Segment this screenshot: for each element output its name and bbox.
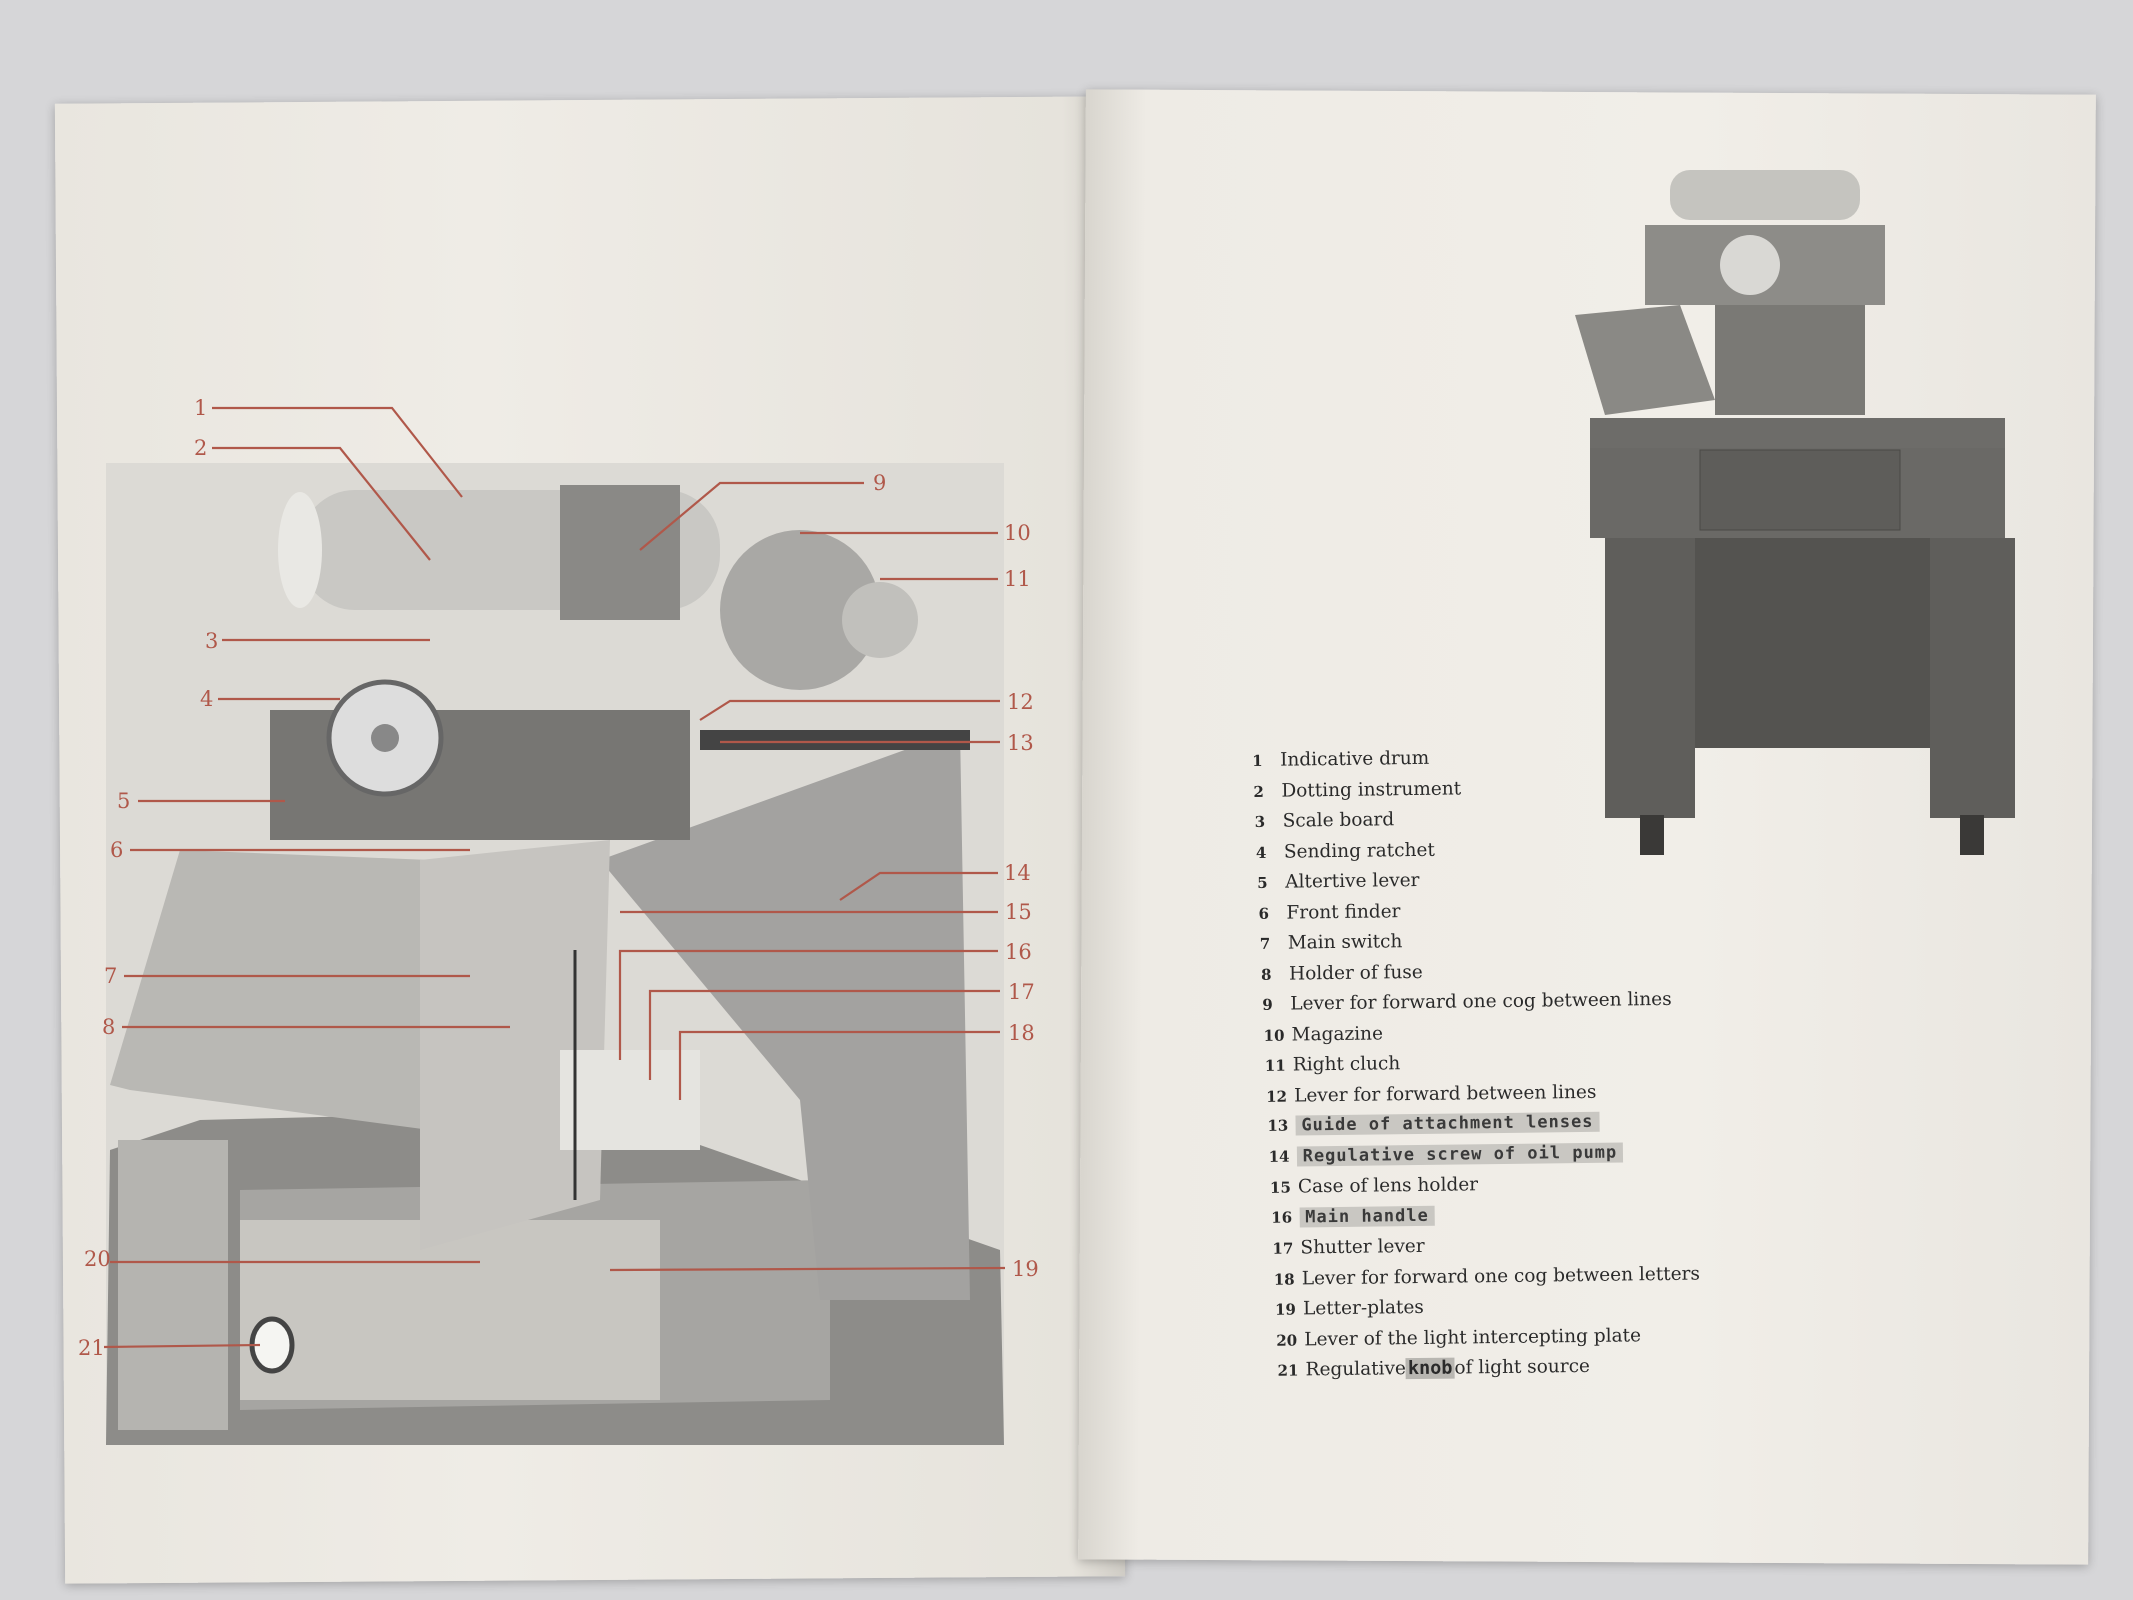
legend-text: Dotting instrument bbox=[1281, 777, 1462, 802]
legend-number: 4 bbox=[1255, 843, 1267, 862]
legend-text-tail: of light source bbox=[1454, 1355, 1591, 1379]
legend-number: 7 bbox=[1259, 934, 1271, 953]
callout-number: 18 bbox=[1008, 1021, 1035, 1045]
callout-number: 20 bbox=[84, 1247, 111, 1271]
legend-number: 3 bbox=[1254, 812, 1266, 831]
legend-text: Main switch bbox=[1287, 931, 1403, 954]
machine-photo bbox=[106, 463, 1004, 1445]
legend-text: Lever of the light intercepting plate bbox=[1304, 1324, 1642, 1350]
legend-number: 21 bbox=[1277, 1361, 1299, 1380]
callout-number: 13 bbox=[1007, 731, 1034, 755]
legend-text: Sending ratchet bbox=[1283, 839, 1435, 863]
legend-text: Right cluch bbox=[1292, 1053, 1401, 1076]
legend-number: 5 bbox=[1257, 873, 1268, 892]
legend-number: 9 bbox=[1262, 995, 1273, 1014]
legend-text: Scale board bbox=[1282, 809, 1395, 832]
legend-number: 15 bbox=[1269, 1178, 1291, 1197]
legend-number: 18 bbox=[1273, 1270, 1295, 1289]
parts-legend: 1 Indicative drum 2 Dotting instrument 3 Scal… bbox=[1252, 745, 1701, 1391]
legend-number: 17 bbox=[1272, 1239, 1294, 1258]
legend-text: Regulative screw of oil pump bbox=[1296, 1141, 1624, 1166]
callout-number: 19 bbox=[1012, 1257, 1039, 1281]
legend-text: Main handle bbox=[1299, 1205, 1435, 1227]
callout-number: 2 bbox=[194, 436, 207, 460]
leader-line bbox=[699, 699, 1000, 721]
callout-number: 11 bbox=[1004, 567, 1031, 591]
legend-text: Magazine bbox=[1291, 1022, 1384, 1046]
leader-line bbox=[639, 481, 864, 551]
legend-text: Lever for forward one cog between letter… bbox=[1301, 1263, 1701, 1289]
legend-text: Shutter lever bbox=[1300, 1235, 1425, 1259]
callout-number: 17 bbox=[1008, 980, 1035, 1004]
callout-number: 9 bbox=[873, 471, 886, 495]
legend-text: Regulative bbox=[1305, 1358, 1407, 1381]
callout-number: 6 bbox=[110, 838, 123, 862]
legend-number: 19 bbox=[1274, 1300, 1297, 1319]
legend-number: 6 bbox=[1258, 904, 1270, 923]
legend-number: 2 bbox=[1253, 782, 1264, 801]
legend-text: Letter-plates bbox=[1302, 1296, 1424, 1320]
legend-number: 12 bbox=[1266, 1087, 1288, 1106]
leader-line bbox=[609, 1266, 1006, 1272]
legend-number: 20 bbox=[1276, 1330, 1298, 1350]
legend-number: 14 bbox=[1268, 1147, 1290, 1166]
legend-text: Case of lens holder bbox=[1297, 1174, 1479, 1198]
leader-line bbox=[103, 1343, 261, 1349]
callout-number: 7 bbox=[104, 964, 117, 988]
legend-number: 10 bbox=[1263, 1026, 1285, 1045]
callout-number: 10 bbox=[1004, 521, 1031, 545]
legend-text: Front finder bbox=[1286, 900, 1401, 924]
leader-line bbox=[839, 871, 998, 901]
callout-number: 14 bbox=[1004, 861, 1031, 885]
legend-number: 13 bbox=[1267, 1116, 1289, 1135]
machine-overview-photo bbox=[1575, 170, 2015, 855]
callout-number: 21 bbox=[78, 1336, 105, 1360]
callout-number: 8 bbox=[102, 1015, 115, 1039]
callout-number: 15 bbox=[1005, 900, 1032, 924]
legend-text: Altertive lever bbox=[1285, 869, 1420, 893]
legend-text: Lever for forward one cog between lines bbox=[1290, 988, 1672, 1015]
callout-number: 16 bbox=[1005, 940, 1032, 964]
legend-highlight: knob bbox=[1405, 1357, 1455, 1380]
legend-number: 8 bbox=[1260, 965, 1272, 984]
legend-text: Guide of attachment lenses bbox=[1295, 1111, 1600, 1136]
leader-line bbox=[678, 1030, 1000, 1100]
callout-number: 1 bbox=[194, 396, 207, 420]
legend-number: 11 bbox=[1264, 1056, 1286, 1075]
leader-line bbox=[648, 989, 1000, 1080]
legend-text: Holder of fuse bbox=[1288, 961, 1423, 985]
leader-line bbox=[212, 406, 463, 498]
legend-number: 16 bbox=[1271, 1208, 1293, 1227]
leader-line bbox=[618, 949, 998, 1060]
callout-number: 12 bbox=[1007, 690, 1034, 714]
callout-number: 3 bbox=[205, 629, 218, 653]
callout-number: 4 bbox=[200, 687, 213, 711]
leader-line bbox=[212, 446, 431, 561]
callout-number: 5 bbox=[117, 789, 130, 813]
legend-text: Indicative drum bbox=[1279, 747, 1430, 771]
legend-text: Lever for forward between lines bbox=[1293, 1081, 1597, 1107]
legend-number: 1 bbox=[1252, 751, 1263, 770]
